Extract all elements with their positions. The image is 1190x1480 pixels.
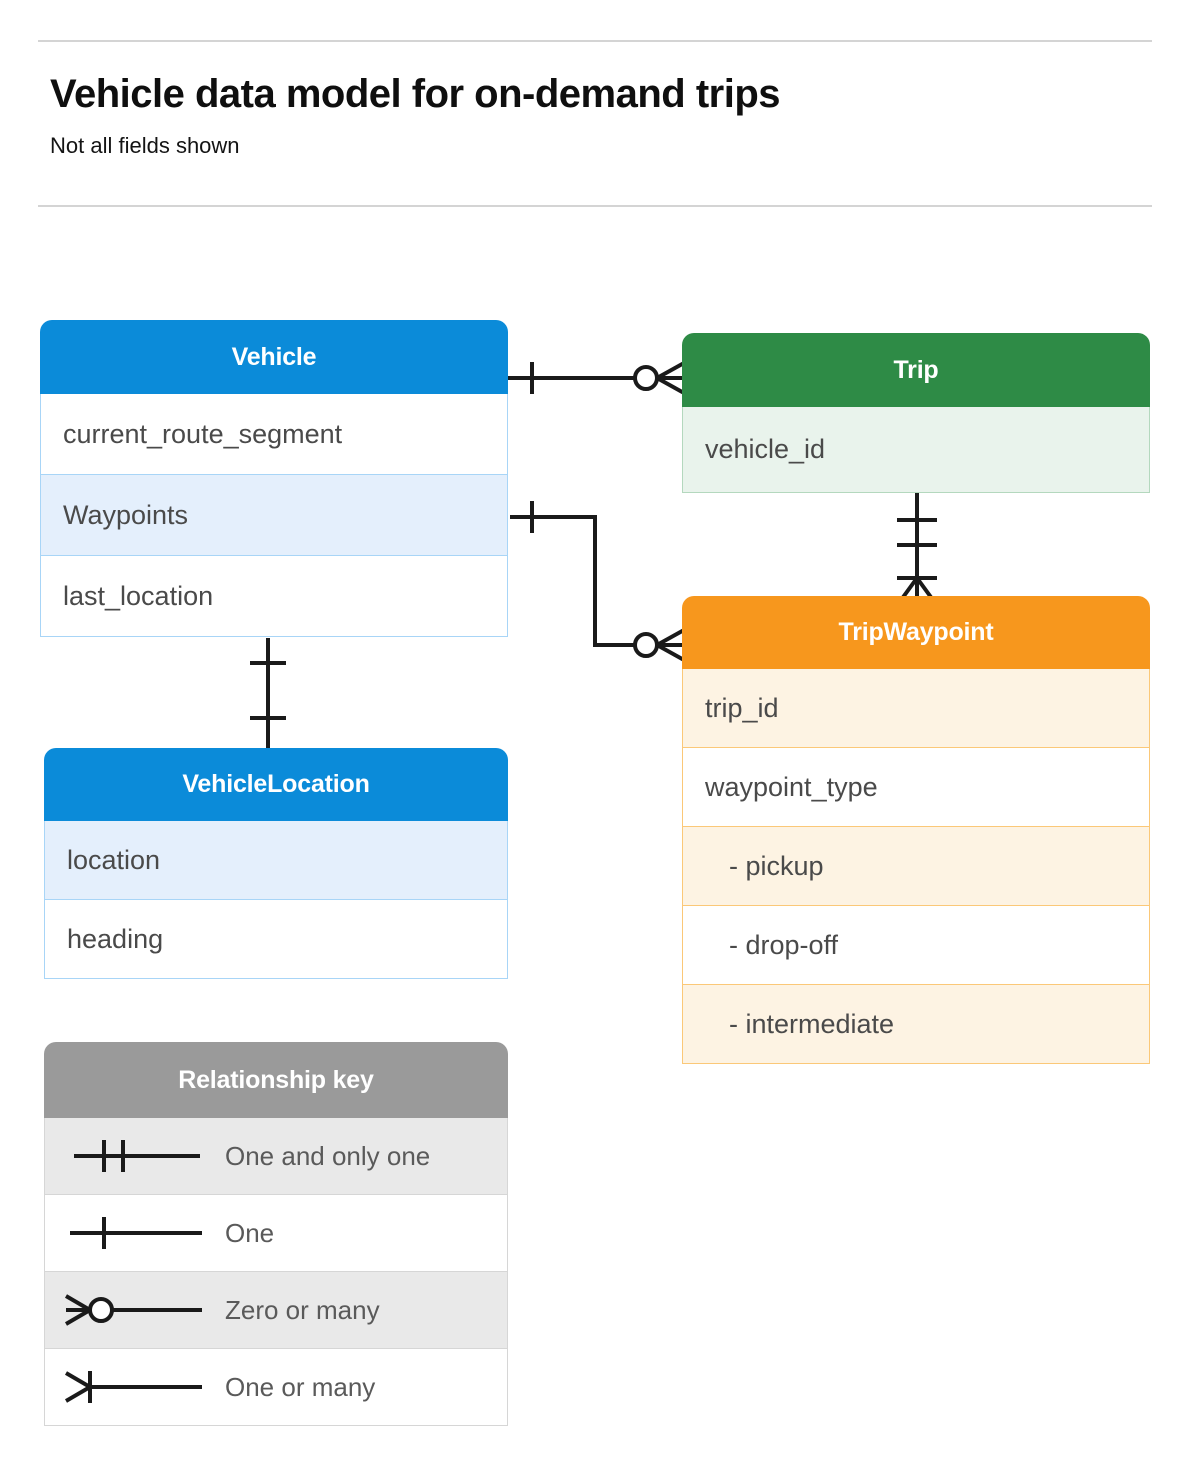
- one-and-only-one-symbol: [45, 1134, 225, 1178]
- connector-waypoints-tripwaypoint: [510, 515, 636, 647]
- entity-tripwaypoint-title: TripWaypoint: [682, 596, 1150, 669]
- header-divider-bottom: [38, 205, 1152, 207]
- entity-vehiclelocation[interactable]: VehicleLocation location heading: [44, 748, 508, 979]
- one-symbol: [45, 1211, 225, 1255]
- entity-trip[interactable]: Trip vehicle_id: [682, 333, 1150, 493]
- legend-item-label: One or many: [225, 1371, 376, 1402]
- entity-tripwaypoint-field-waypoint-type[interactable]: waypoint_type: [682, 748, 1150, 827]
- entity-trip-field-vehicle-id[interactable]: vehicle_id: [682, 407, 1150, 493]
- relationship-key-title: Relationship key: [44, 1042, 508, 1118]
- entity-vehicle-title: Vehicle: [40, 320, 508, 394]
- legend-item-label: Zero or many: [225, 1294, 380, 1325]
- legend-item-one: One: [44, 1195, 508, 1272]
- entity-vehicle-field-current-route-segment[interactable]: current_route_segment: [40, 394, 508, 475]
- entity-vehiclelocation-field-location[interactable]: location: [44, 821, 508, 900]
- entity-vehicle-field-last-location[interactable]: last_location: [40, 556, 508, 637]
- legend-item-zero-or-many: Zero or many: [44, 1272, 508, 1349]
- one-or-many-symbol: [45, 1365, 225, 1409]
- legend-item-label: One: [225, 1217, 275, 1248]
- entity-tripwaypoint-value-drop-off[interactable]: - drop-off: [682, 906, 1150, 985]
- entity-tripwaypoint-value-intermediate[interactable]: - intermediate: [682, 985, 1150, 1064]
- entity-vehiclelocation-title: VehicleLocation: [44, 748, 508, 821]
- header-divider-top: [38, 40, 1152, 42]
- entity-vehicle[interactable]: Vehicle current_route_segment Waypoints …: [40, 320, 508, 637]
- entity-vehiclelocation-field-heading[interactable]: heading: [44, 900, 508, 979]
- legend-item-one-and-only-one: One and only one: [44, 1118, 508, 1195]
- page-subtitle: Not all fields shown: [50, 133, 240, 158]
- entity-trip-title: Trip: [682, 333, 1150, 407]
- entity-tripwaypoint-field-trip-id[interactable]: trip_id: [682, 669, 1150, 748]
- page-title: Vehicle data model for on-demand trips: [50, 72, 781, 116]
- legend-item-one-or-many: One or many: [44, 1349, 508, 1426]
- entity-vehicle-field-waypoints[interactable]: Waypoints: [40, 475, 508, 556]
- relationship-key-legend: Relationship key One and only one One: [44, 1042, 508, 1426]
- legend-item-label: One and only one: [225, 1140, 431, 1171]
- entity-tripwaypoint-value-pickup[interactable]: - pickup: [682, 827, 1150, 906]
- zero-or-many-symbol: [45, 1288, 225, 1332]
- entity-tripwaypoint[interactable]: TripWaypoint trip_id waypoint_type - pic…: [682, 596, 1150, 1064]
